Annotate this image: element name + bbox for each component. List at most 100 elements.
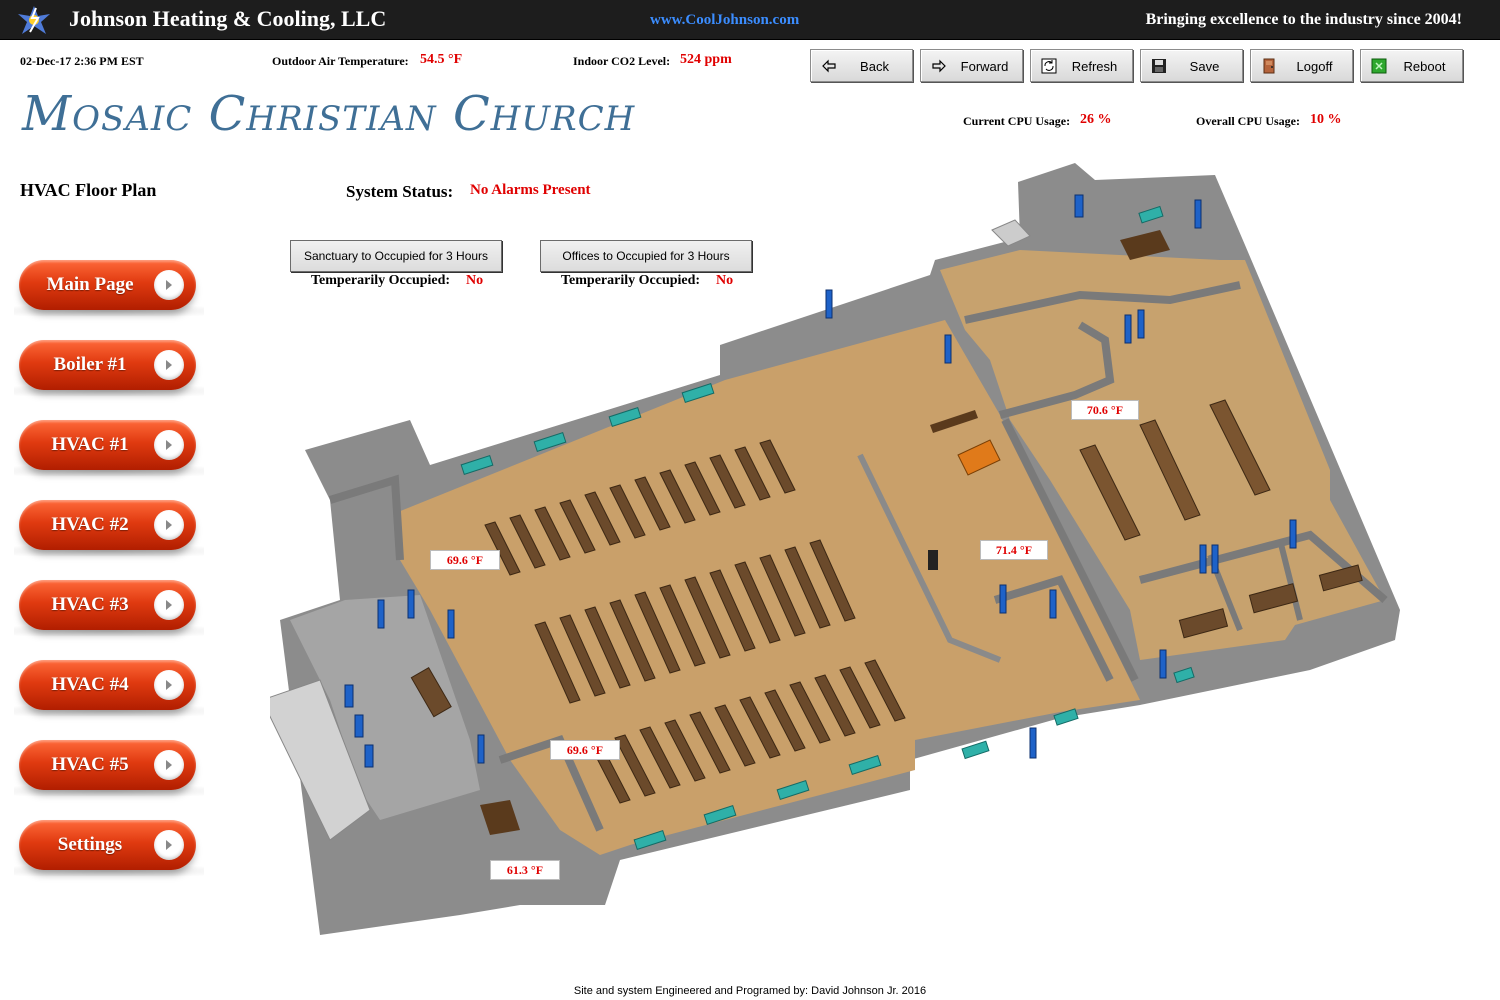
pulpit	[928, 550, 938, 570]
interior-wall	[1277, 539, 1303, 621]
save-button[interactable]: Save	[1140, 49, 1243, 82]
logoff-button[interactable]: Logoff	[1250, 49, 1353, 82]
nav-settings-label: Settings	[57, 834, 123, 855]
nav-hvac-4-label: HVAC #4	[51, 674, 129, 695]
chevron-right-icon	[154, 670, 184, 700]
floppy-disk-icon	[1152, 59, 1166, 73]
doors	[344, 194, 1297, 768]
door-icon	[1263, 58, 1275, 74]
refresh-button[interactable]: Refresh	[1030, 49, 1133, 82]
refresh-label: Refresh	[1071, 59, 1118, 74]
interior-wall	[328, 474, 404, 561]
nav-hvac-1-button[interactable]: HVAC #1	[19, 420, 196, 470]
company-logo-icon	[18, 6, 50, 34]
company-name: Johnson Heating & Cooling, LLC	[69, 6, 387, 31]
fellowship-tables	[1079, 399, 1271, 541]
chevron-right-icon	[154, 830, 184, 860]
arrow-right-icon	[932, 59, 946, 73]
communion-table	[930, 410, 978, 433]
temp-readout-sanctuary-left: 69.6 °F	[430, 550, 500, 570]
temp-readout-lobby: 61.3 °F	[490, 860, 560, 880]
nav-hvac-5-button[interactable]: HVAC #5	[19, 740, 196, 790]
cpu-current-value: 26 %	[1080, 112, 1112, 127]
lobby-floor	[290, 595, 480, 820]
chevron-right-icon	[154, 430, 184, 460]
chevron-right-icon	[154, 350, 184, 380]
nav-settings-button[interactable]: Settings	[19, 820, 196, 870]
piano	[957, 439, 1001, 476]
temp-readout-sanctuary-front: 71.4 °F	[980, 540, 1048, 560]
nav-hvac-2-label: HVAC #2	[51, 514, 129, 535]
nav-boiler-1-button[interactable]: Boiler #1	[19, 340, 196, 390]
datetime-readout: 02-Dec-17 2:36 PM EST	[20, 54, 144, 68]
cpu-current-label: Current CPU Usage:	[963, 114, 1071, 128]
chevron-right-icon	[154, 510, 184, 540]
pews-block-upper	[484, 439, 796, 576]
refresh-icon	[1041, 58, 1057, 74]
rear-steps	[991, 219, 1031, 247]
sanctuary-occupied-label: Temperarily Occupied:	[311, 273, 451, 288]
offices-occupied-label: Temperarily Occupied:	[561, 273, 701, 288]
chevron-right-icon	[154, 270, 184, 300]
nav-shadow	[14, 866, 204, 876]
chevron-right-icon	[154, 590, 184, 620]
company-url-link[interactable]: www.CoolJohnson.com	[650, 12, 800, 28]
nav-hvac-5-label: HVAC #5	[51, 754, 129, 775]
logoff-label: Logoff	[1296, 59, 1333, 74]
nav-hvac-3-label: HVAC #3	[51, 594, 129, 615]
nav-hvac-3-button[interactable]: HVAC #3	[19, 580, 196, 630]
forward-label: Forward	[960, 59, 1009, 74]
top-banner: Johnson Heating & Cooling, LLC www.CoolJ…	[0, 0, 1500, 40]
interior-wall	[998, 321, 1115, 419]
pews-block-middle	[534, 539, 856, 704]
sanctuary-floor	[398, 320, 1140, 855]
page-heading: HVAC Floor Plan	[20, 180, 157, 200]
windows	[460, 205, 1195, 851]
nav-shadow	[14, 306, 204, 316]
platform-rail	[857, 453, 1002, 663]
nav-shadow	[14, 786, 204, 796]
cpu-overall-label: Overall CPU Usage:	[1196, 114, 1300, 128]
nav-shadow	[14, 706, 204, 716]
system-status-label: System Status:	[346, 182, 454, 201]
back-label: Back	[860, 59, 889, 74]
save-label: Save	[1189, 59, 1220, 74]
chevron-right-icon	[154, 750, 184, 780]
outdoor-temp-label: Outdoor Air Temperature:	[272, 54, 409, 68]
temp-readout-fellowship-hall: 70.6 °F	[1071, 400, 1139, 420]
power-icon	[1371, 58, 1387, 74]
company-tagline: Bringing excellence to the industry sinc…	[1145, 11, 1462, 28]
nav-shadow	[14, 546, 204, 556]
office-desks	[410, 564, 1363, 718]
nav-shadow	[14, 466, 204, 476]
footer-credit: Site and system Engineered and Programed…	[573, 985, 927, 997]
interior-wall	[964, 281, 1241, 324]
entry-steps	[270, 679, 371, 841]
cpu-overall-value: 10 %	[1310, 112, 1342, 127]
pews-block-lower	[589, 659, 906, 804]
nav-main-page-button[interactable]: Main Page	[19, 260, 196, 310]
outdoor-temp-value: 54.5 °F	[420, 52, 463, 67]
co2-value: 524 ppm	[680, 52, 732, 67]
nav-shadow	[14, 386, 204, 396]
nav-hvac-4-button[interactable]: HVAC #4	[19, 660, 196, 710]
sanctuary-occupied-button[interactable]: Sanctuary to Occupied for 3 Hours	[290, 240, 502, 272]
rear-stair	[1120, 230, 1170, 260]
offices-occupied-value: No	[716, 273, 734, 288]
nav-main-page-label: Main Page	[46, 274, 134, 295]
nav-shadow	[14, 626, 204, 636]
interior-wall	[1001, 418, 1139, 682]
nav-hvac-2-button[interactable]: HVAC #2	[19, 500, 196, 550]
back-button[interactable]: Back	[810, 49, 913, 82]
interior-wall	[993, 575, 1114, 682]
offices-occupied-button[interactable]: Offices to Occupied for 3 Hours	[540, 240, 752, 272]
reboot-label: Reboot	[1403, 59, 1446, 74]
co2-label: Indoor CO2 Level:	[573, 54, 671, 68]
reboot-button[interactable]: Reboot	[1360, 49, 1463, 82]
temp-readout-sanctuary-lower: 69.6 °F	[550, 740, 620, 760]
sanctuary-occupied-value: No	[466, 273, 484, 288]
nav-boiler-1-label: Boiler #1	[53, 354, 127, 375]
forward-button[interactable]: Forward	[920, 49, 1023, 82]
system-status-value: No Alarms Present	[470, 182, 591, 198]
